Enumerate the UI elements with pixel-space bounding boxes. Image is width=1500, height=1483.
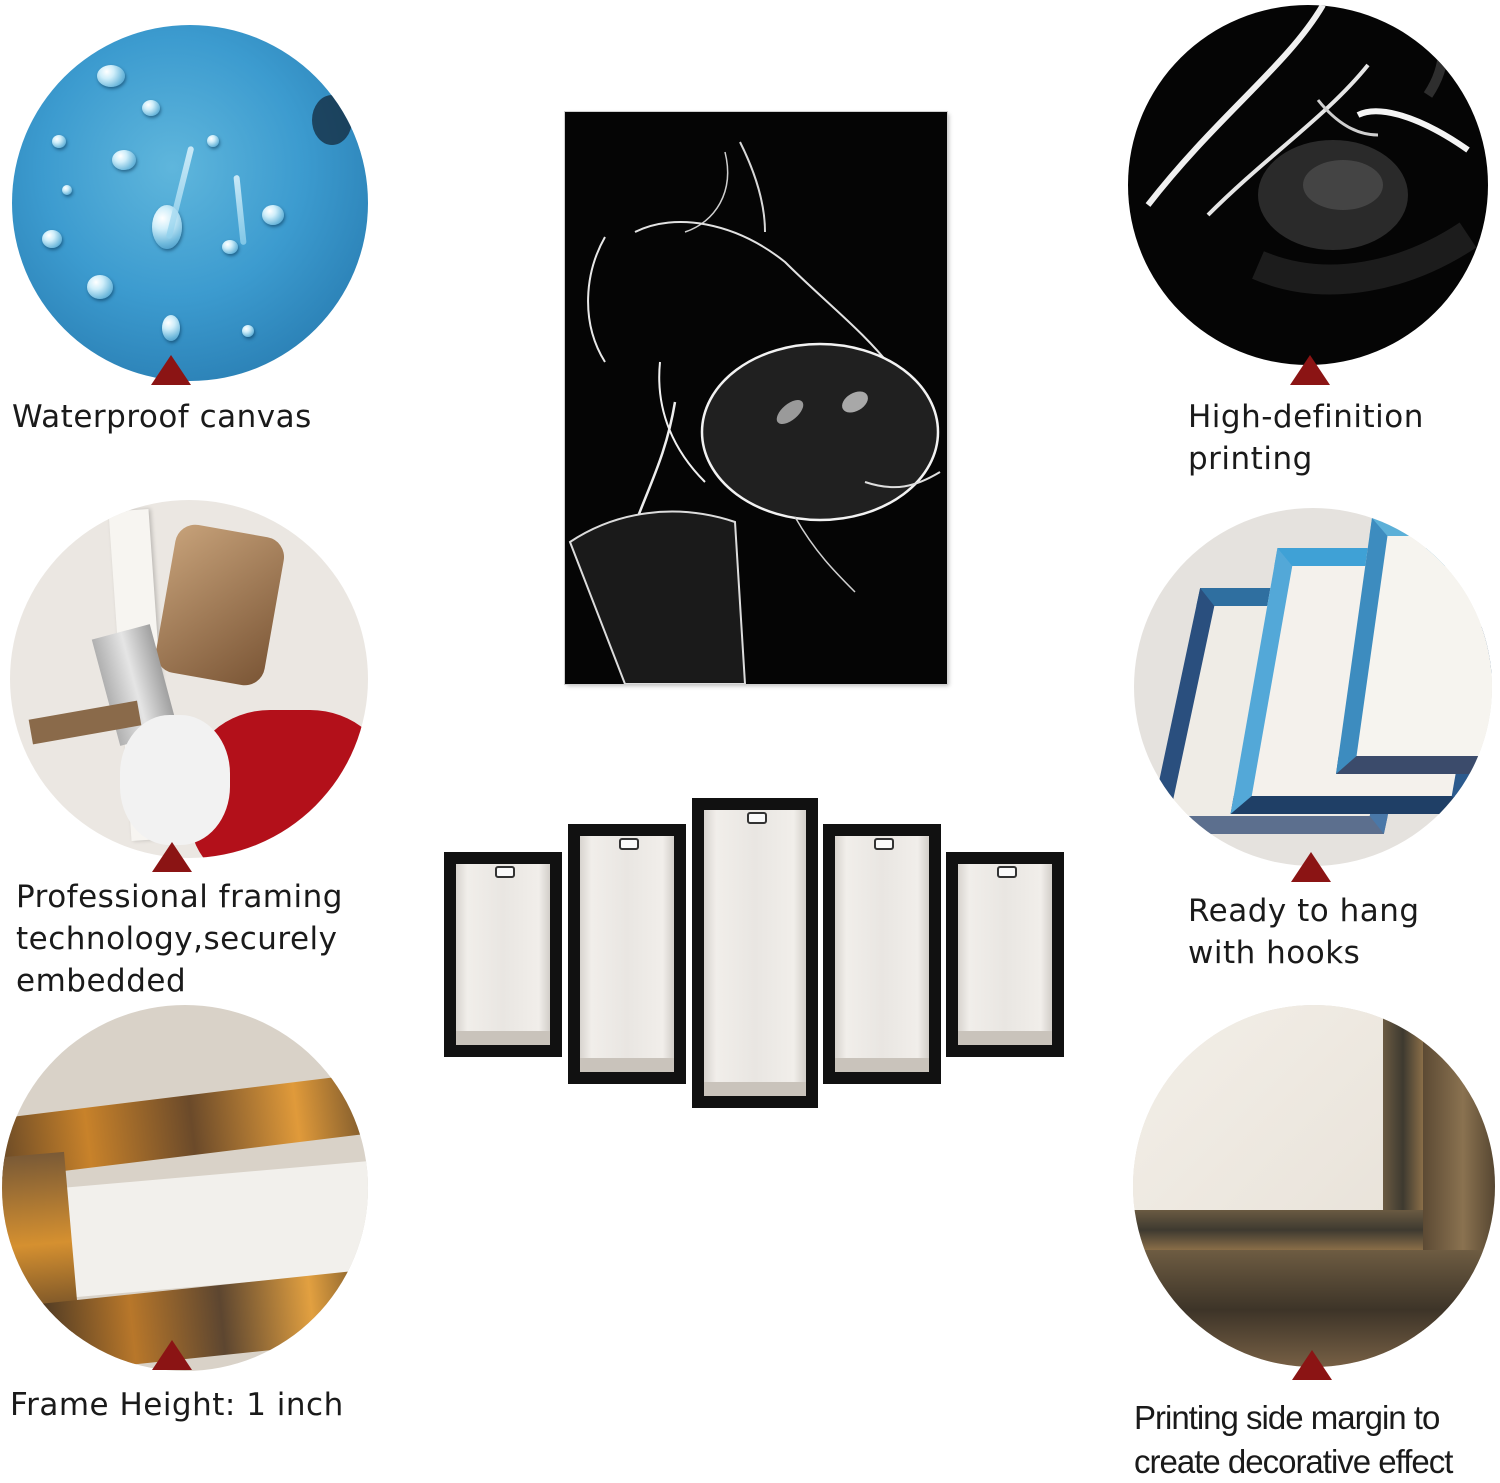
hook-icon (495, 866, 515, 878)
triangle-marker-icon (152, 1340, 192, 1370)
triangle-marker-icon (1291, 852, 1331, 882)
feature-framing-label-line2: technology,securely (16, 921, 338, 957)
canvas-panel-4 (823, 824, 941, 1084)
silhouette-line-art (568, 141, 941, 685)
triangle-marker-icon (151, 355, 191, 385)
artwork-poster (565, 112, 947, 685)
feature-hd-label-line2: printing (1188, 441, 1313, 477)
hd-closeup-art (1145, 5, 1477, 295)
feature-waterproof-label: Waterproof canvas (12, 399, 312, 435)
feature-framing-label-line1: Professional framing (16, 879, 343, 915)
canvas-panel-1 (444, 852, 562, 1057)
feature-hd-label-line1: High-definition (1188, 399, 1424, 435)
feature-framing-label-line3: embedded (16, 963, 187, 999)
feature-margin-label-line1: Printing side margin to (1134, 1399, 1440, 1436)
feature-hang-label-line2: with hooks (1188, 935, 1361, 971)
feature-margin-label-line2: create decorative effect (1134, 1443, 1453, 1480)
high-definition-image (1128, 5, 1488, 365)
ready-to-hang-image (1134, 508, 1492, 866)
canvas-panel-2 (568, 824, 686, 1084)
canvas-panel-5 (946, 852, 1064, 1057)
feature-frame-height-label: Frame Height: 1 inch (10, 1387, 344, 1423)
side-margin-image (1133, 1005, 1495, 1367)
canvas-panel-3 (692, 798, 818, 1108)
triangle-marker-icon (1290, 355, 1330, 385)
framing-process-image (10, 500, 368, 858)
triangle-marker-icon (152, 842, 192, 872)
hook-icon (874, 838, 894, 850)
hook-icon (997, 866, 1017, 878)
frame-height-image (2, 1005, 368, 1371)
hook-icon (747, 812, 767, 824)
hook-icon (619, 838, 639, 850)
triangle-marker-icon (1292, 1350, 1332, 1380)
feature-hang-label-line1: Ready to hang (1188, 893, 1420, 929)
waterproof-canvas-image (12, 25, 368, 381)
